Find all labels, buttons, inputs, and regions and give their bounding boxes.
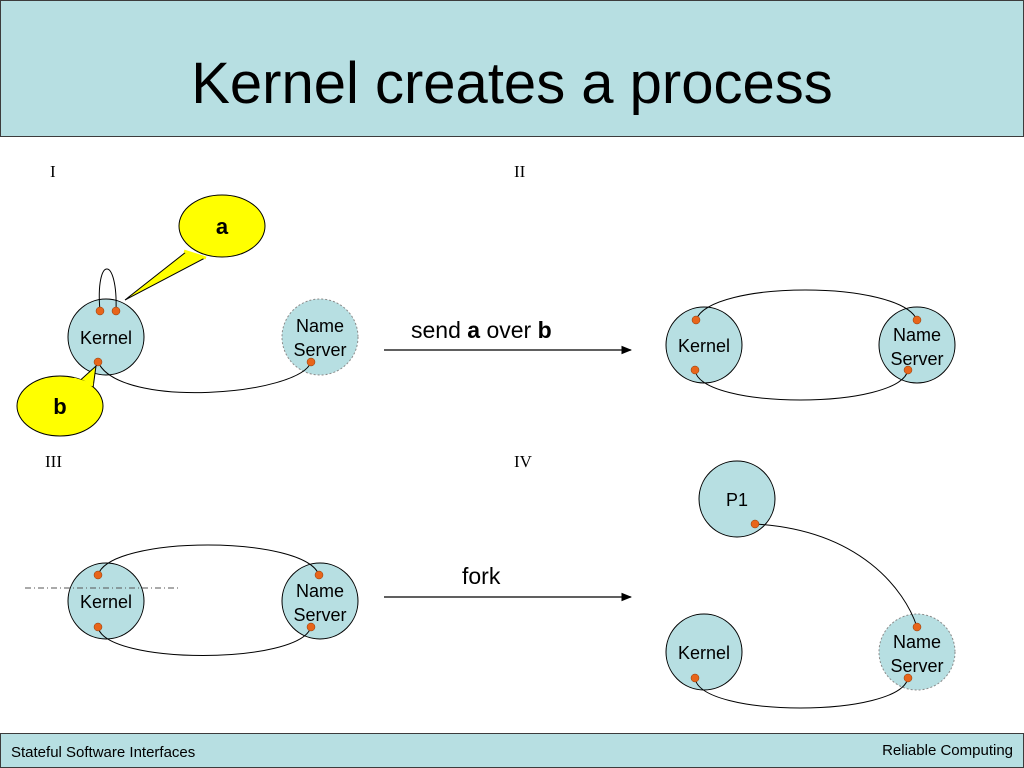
name-server-label-line1: Name	[893, 632, 941, 652]
panel-4: IV P1 Kernel Name Server	[514, 452, 956, 709]
endpoint	[912, 315, 922, 325]
slide-title: Kernel creates a process	[191, 51, 833, 116]
kernel-self-loop	[98, 268, 117, 312]
endpoint	[690, 673, 700, 683]
upper-link	[97, 544, 320, 576]
name-server-label-line2: Server	[890, 656, 943, 676]
kernel-label: Kernel	[678, 643, 730, 663]
callout-b-label: b	[53, 394, 66, 419]
endpoint	[690, 365, 700, 375]
upper-link	[695, 289, 918, 321]
kernel-node	[67, 298, 145, 376]
fork-arrow-group: fork	[384, 563, 633, 602]
callout-b-seam	[73, 377, 94, 387]
endpoint	[93, 622, 103, 632]
panel-4-numeral: IV	[514, 452, 533, 471]
p1-node	[698, 460, 776, 538]
footer-left-text: Stateful Software Interfaces	[11, 744, 196, 761]
kernel-node	[67, 562, 145, 640]
endpoint	[306, 357, 316, 367]
callout-a-seam	[183, 249, 207, 260]
kernel-label: Kernel	[678, 336, 730, 356]
callout-a-bubble	[178, 194, 266, 258]
kernel-name-server-link	[97, 361, 312, 394]
endpoint	[111, 306, 121, 316]
callout-a-pointer	[124, 251, 207, 301]
fork-arrow-label: fork	[462, 563, 501, 589]
endpoint	[314, 570, 324, 580]
name-server-label-line2: Server	[890, 349, 943, 369]
name-server-label-line1: Name	[296, 316, 344, 336]
name-server-node	[281, 298, 359, 376]
panel-2: II Kernel Name Server	[514, 162, 956, 401]
footer-bar: Stateful Software Interfaces Reliable Co…	[0, 733, 1024, 768]
callout-b-bubble	[16, 375, 104, 437]
kernel-label: Kernel	[80, 328, 132, 348]
endpoint	[95, 306, 105, 316]
lower-link	[694, 369, 909, 401]
endpoint	[306, 622, 316, 632]
title-bar: Kernel creates a process	[0, 0, 1024, 137]
panel-1: I Kernel Name Server a b	[16, 162, 359, 437]
callout-a: a	[124, 194, 266, 301]
name-server-node	[878, 306, 956, 384]
p1-name-server-link	[754, 523, 918, 628]
endpoint	[750, 519, 760, 529]
name-server-label-line2: Server	[293, 605, 346, 625]
endpoint	[903, 673, 913, 683]
lower-link	[97, 626, 312, 656]
kernel-label: Kernel	[80, 592, 132, 612]
name-server-node	[281, 562, 359, 640]
panel-2-numeral: II	[514, 162, 526, 181]
p1-label: P1	[726, 490, 748, 510]
name-server-label-line2: Server	[293, 340, 346, 360]
send-arrow-group: send a over b	[384, 317, 633, 355]
endpoint	[903, 365, 913, 375]
endpoint	[93, 570, 103, 580]
footer-right-text: Reliable Computing	[882, 742, 1013, 759]
endpoint	[912, 622, 922, 632]
panel-1-numeral: I	[50, 162, 56, 181]
endpoint	[93, 357, 103, 367]
callout-b: b	[16, 364, 104, 437]
panel-3: III Kernel Name Server	[25, 452, 359, 656]
callout-a-label: a	[216, 214, 229, 239]
panel-3-numeral: III	[45, 452, 62, 471]
kernel-name-server-link	[694, 677, 909, 709]
send-arrow-label: send a over b	[411, 317, 552, 343]
name-server-label-line1: Name	[893, 325, 941, 345]
name-server-label-line1: Name	[296, 581, 344, 601]
endpoint	[691, 315, 701, 325]
name-server-node	[878, 613, 956, 691]
